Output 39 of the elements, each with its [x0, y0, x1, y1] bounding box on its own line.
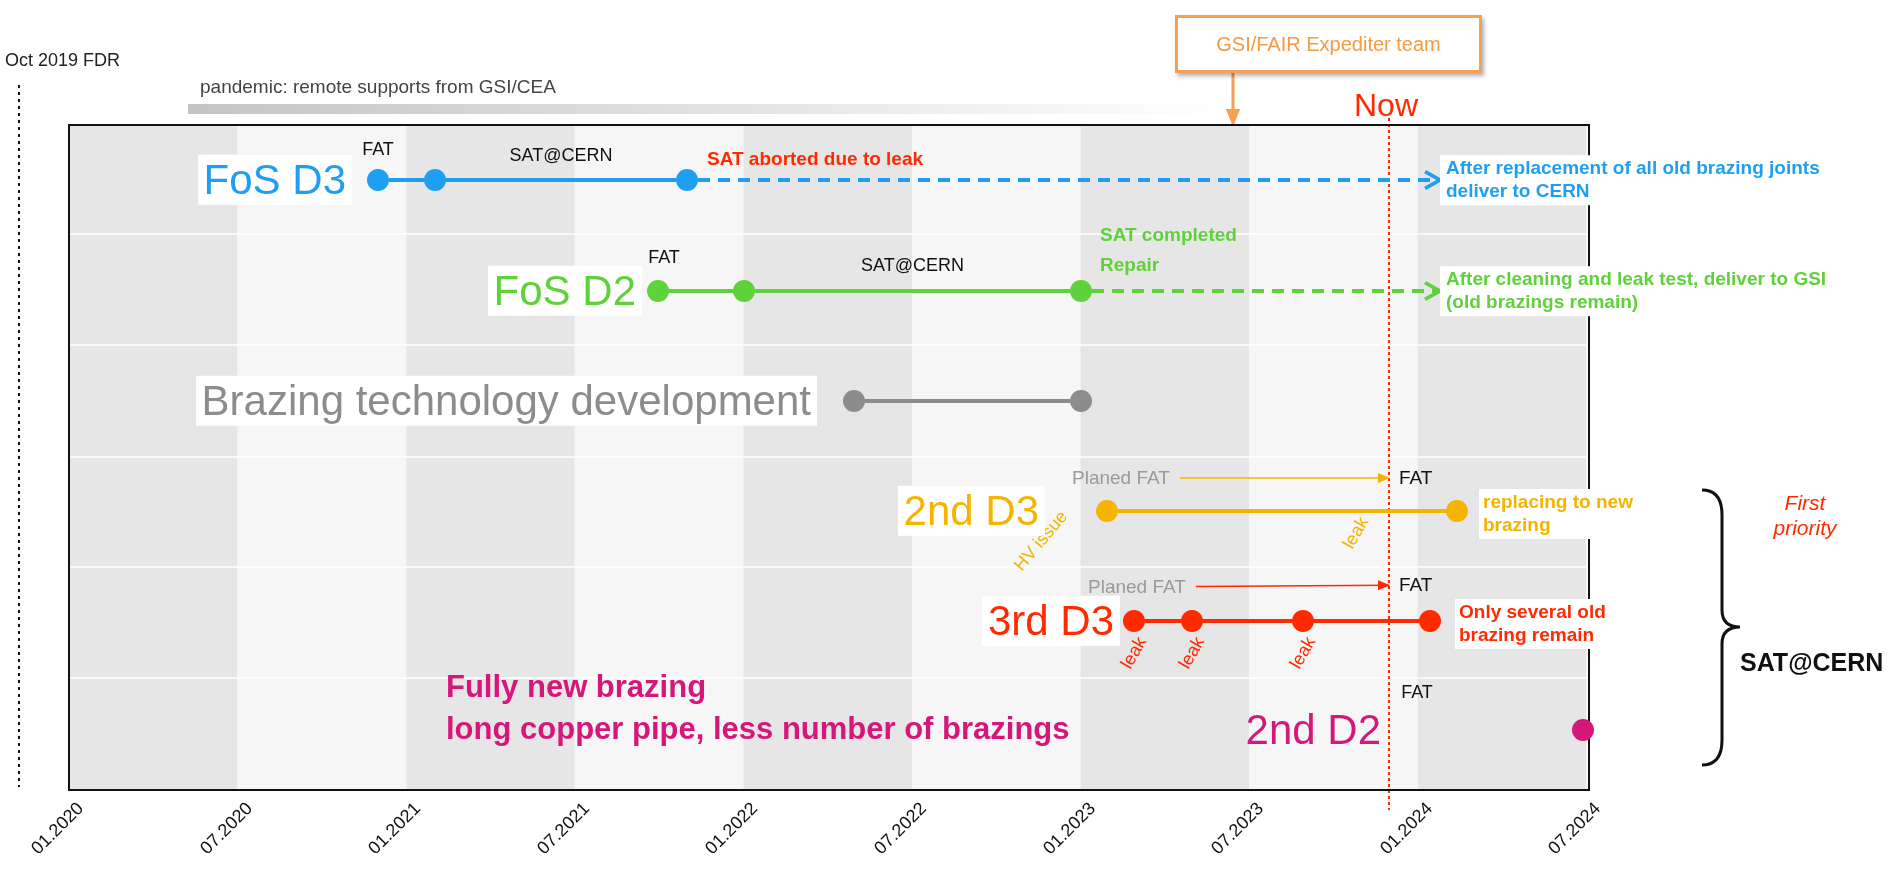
timeline-bar: [669, 289, 733, 293]
now-label: Now: [1354, 86, 1418, 125]
note-text: FAT: [1389, 573, 1443, 597]
timeline-bar: [1118, 509, 1446, 513]
timeline-bar: [865, 399, 1070, 403]
milestone-label: FAT: [648, 247, 680, 269]
arrow: [1195, 580, 1390, 591]
milestone-label: FAT: [1401, 682, 1433, 704]
milestone-label: FAT: [362, 139, 394, 161]
milestone-label: Repair: [1100, 254, 1160, 277]
note-text: SAT@CERN: [1740, 647, 1884, 677]
timeline-bar: [1145, 619, 1181, 623]
note-text: Planed FAT: [1062, 466, 1180, 490]
note-text: First priority: [1772, 490, 1839, 541]
timeline-bar: [389, 178, 424, 182]
row-title: FoS D3: [197, 154, 352, 206]
timeline-dot: [1572, 719, 1594, 741]
milestone-label: SAT completed: [1100, 224, 1237, 247]
edge-label: SAT@CERN: [861, 255, 964, 277]
arrow: [1092, 280, 1442, 302]
period-label: pandemic: remote supports from GSI/CEA: [200, 76, 556, 99]
arrow: [1179, 473, 1390, 483]
milestone-label: Oct 2019 FDR: [5, 50, 121, 72]
row-title: FoS D2: [487, 265, 642, 317]
note-text: long copper pipe, less number of brazings: [446, 710, 1070, 748]
milestone-label: SAT aborted due to leak: [707, 148, 924, 171]
timeline-bar: [446, 178, 676, 182]
timeline-bar: [1314, 619, 1419, 623]
callout-box: GSI/FAIR Expediter team: [1175, 15, 1482, 73]
note-text: Fully new brazing: [446, 668, 707, 706]
timeline-bar: [755, 289, 1070, 293]
note-text: FAT: [1389, 466, 1443, 490]
timeline-bar: [1203, 619, 1292, 623]
arrow: [1225, 73, 1241, 127]
arrow: [698, 169, 1442, 191]
row-title: 2nd D2: [1245, 704, 1381, 755]
edge-label: SAT@CERN: [509, 145, 613, 167]
row-title: Brazing technology development: [195, 375, 817, 427]
row-title: 3rd D3: [981, 595, 1120, 647]
